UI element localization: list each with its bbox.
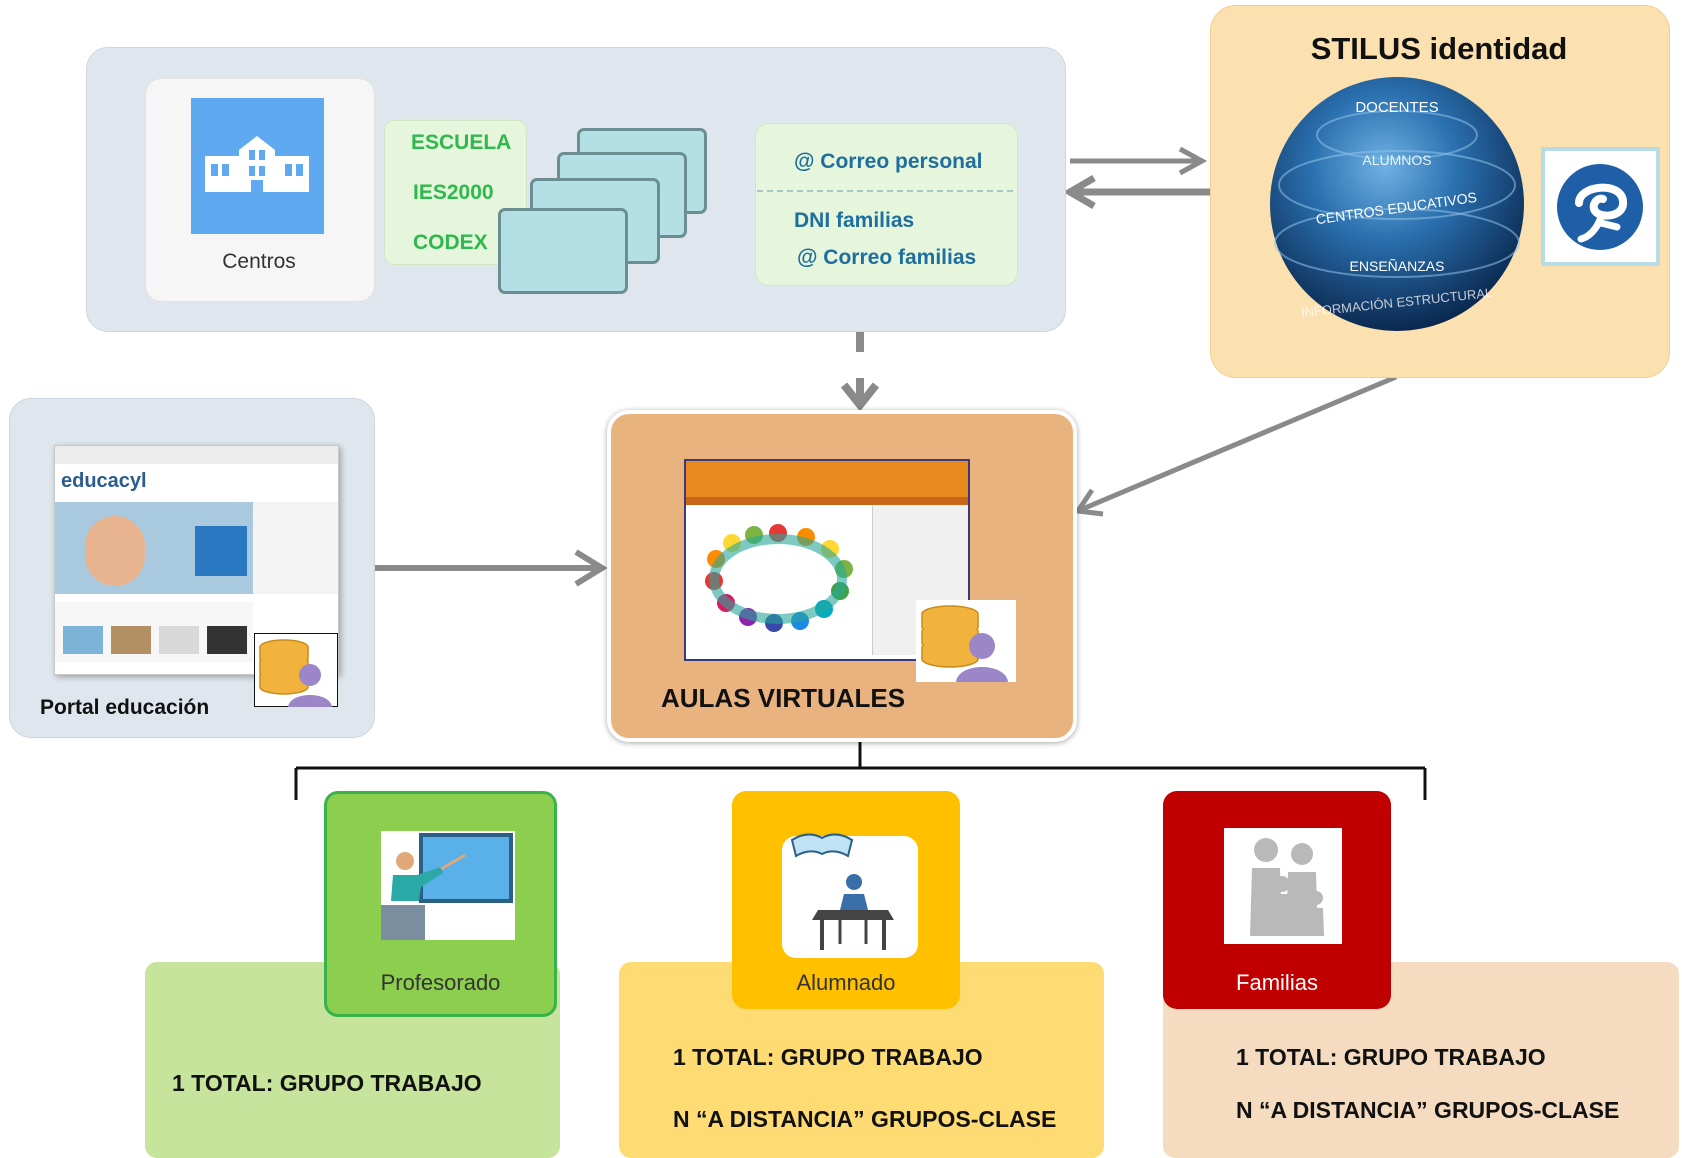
profesorado-label: Profesorado (380, 970, 501, 995)
app-escuela: ESCUELA (411, 131, 512, 154)
alumnado-statement-1: 1 TOTAL: GRUPO TRABAJO (673, 1044, 983, 1070)
layer-alumnos: ALUMNOS (1362, 152, 1431, 168)
portal-screenshot: educacyl (54, 445, 339, 675)
teacher-icon (381, 831, 515, 940)
people-ring-icon (705, 524, 853, 632)
student-desk-icon (782, 833, 918, 958)
portal-label: Portal educación (40, 696, 210, 719)
alumnado-label: Alumnado (796, 970, 896, 995)
contact-card (755, 123, 1018, 286)
sync-arrow-left (1063, 174, 1210, 210)
stack-card (498, 208, 628, 294)
app-ies2000: IES2000 (413, 181, 494, 204)
aulas-label: AULAS VIRTUALES (661, 683, 906, 713)
familias-label: Familias (1236, 970, 1318, 995)
portal-site-logo: educacyl (61, 470, 147, 492)
stilus-arrow (1073, 374, 1397, 517)
correo-familias-label: @ Correo familias (797, 246, 977, 269)
dni-familias-label: DNI familias (794, 209, 915, 232)
tree-connector (294, 738, 1427, 800)
family-icon (1224, 828, 1342, 944)
app-codex: CODEX (413, 231, 488, 254)
identity-sphere: DOCENTES ALUMNOS CENTROS EDUCATIVOS ENSE… (1270, 77, 1524, 331)
sync-arrow-right (1070, 146, 1208, 176)
correo-personal-label: @ Correo personal (794, 150, 983, 173)
contact-divider (757, 190, 1013, 192)
stilus-logo-icon (1557, 164, 1643, 250)
school-building-icon (191, 98, 324, 234)
centros-label: Centros (222, 250, 296, 273)
layer-docentes: DOCENTES (1355, 99, 1438, 116)
portal-arrow (374, 549, 608, 587)
stilus-logo (1541, 147, 1660, 266)
familias-statement-2: N “A DISTANCIA” GRUPOS-CLASE (1236, 1097, 1620, 1123)
alumnado-statement-2: N “A DISTANCIA” GRUPOS-CLASE (673, 1106, 1057, 1132)
profesorado-statement-1: 1 TOTAL: GRUPO TRABAJO (172, 1070, 482, 1096)
database-user-icon (254, 633, 338, 707)
familias-statement-1: 1 TOTAL: GRUPO TRABAJO (1236, 1044, 1546, 1070)
down-arrow (840, 322, 880, 412)
stilus-title: STILUS identidad (1310, 31, 1568, 66)
database-user-icon (916, 600, 1016, 682)
layer-ensenanzas: ENSEÑANZAS (1350, 258, 1445, 274)
